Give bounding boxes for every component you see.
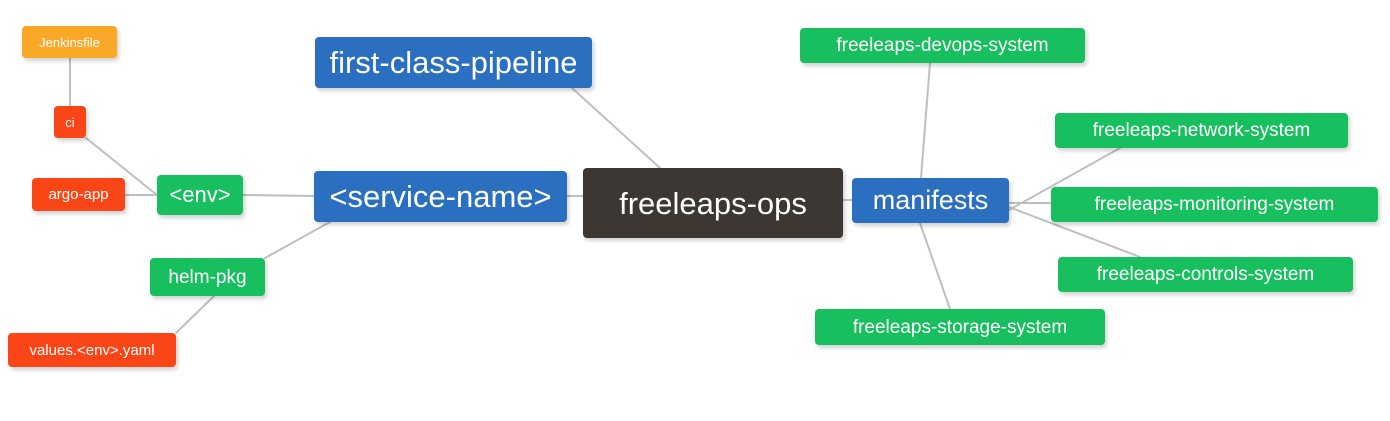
node-label: freeleaps-monitoring-system xyxy=(1094,194,1335,215)
edge-manifests-to-storage-system xyxy=(919,222,951,310)
node-env[interactable]: <env> xyxy=(157,175,243,215)
node-label: <service-name> xyxy=(329,179,552,214)
node-label: argo-app xyxy=(48,186,109,203)
node-devops-system[interactable]: freeleaps-devops-system xyxy=(800,28,1085,63)
node-values-yaml[interactable]: values.<env>.yaml xyxy=(8,333,176,367)
edge-manifests-to-devops-system xyxy=(920,62,931,179)
node-ci[interactable]: ci xyxy=(54,106,86,138)
node-label: freeleaps-network-system xyxy=(1092,120,1311,141)
node-service-name[interactable]: <service-name> xyxy=(314,171,567,222)
node-monitoring-system[interactable]: freeleaps-monitoring-system xyxy=(1051,187,1378,222)
node-label: freeleaps-ops xyxy=(619,185,807,221)
node-freeleaps-ops[interactable]: freeleaps-ops xyxy=(583,168,843,238)
node-controls-system[interactable]: freeleaps-controls-system xyxy=(1058,257,1353,292)
node-jenkinsfile[interactable]: Jenkinsfile xyxy=(22,26,117,58)
node-helm-pkg[interactable]: helm-pkg xyxy=(150,258,265,296)
node-label: values.<env>.yaml xyxy=(29,341,155,359)
edge-helm-pkg-to-service-name xyxy=(264,221,331,259)
node-argo-app[interactable]: argo-app xyxy=(32,178,125,211)
node-first-class-pipeline[interactable]: first-class-pipeline xyxy=(315,37,592,88)
node-label: freeleaps-storage-system xyxy=(852,316,1068,338)
edge-first-class-pipeline-to-freeleaps-ops xyxy=(571,87,661,169)
node-network-system[interactable]: freeleaps-network-system xyxy=(1055,113,1348,148)
node-label: freeleaps-controls-system xyxy=(1096,264,1315,285)
edge-env-to-service-name xyxy=(242,194,315,197)
node-label: <env> xyxy=(169,182,231,207)
node-label: ci xyxy=(65,114,75,130)
node-label: first-class-pipeline xyxy=(329,45,578,80)
node-label: freeleaps-devops-system xyxy=(836,35,1049,56)
node-label: Jenkinsfile xyxy=(39,34,100,50)
edge-values-yaml-to-helm-pkg xyxy=(175,295,215,334)
node-label: manifests xyxy=(872,185,989,215)
node-storage-system[interactable]: freeleaps-storage-system xyxy=(815,309,1105,345)
node-label: helm-pkg xyxy=(168,266,247,288)
node-manifests[interactable]: manifests xyxy=(852,178,1009,223)
